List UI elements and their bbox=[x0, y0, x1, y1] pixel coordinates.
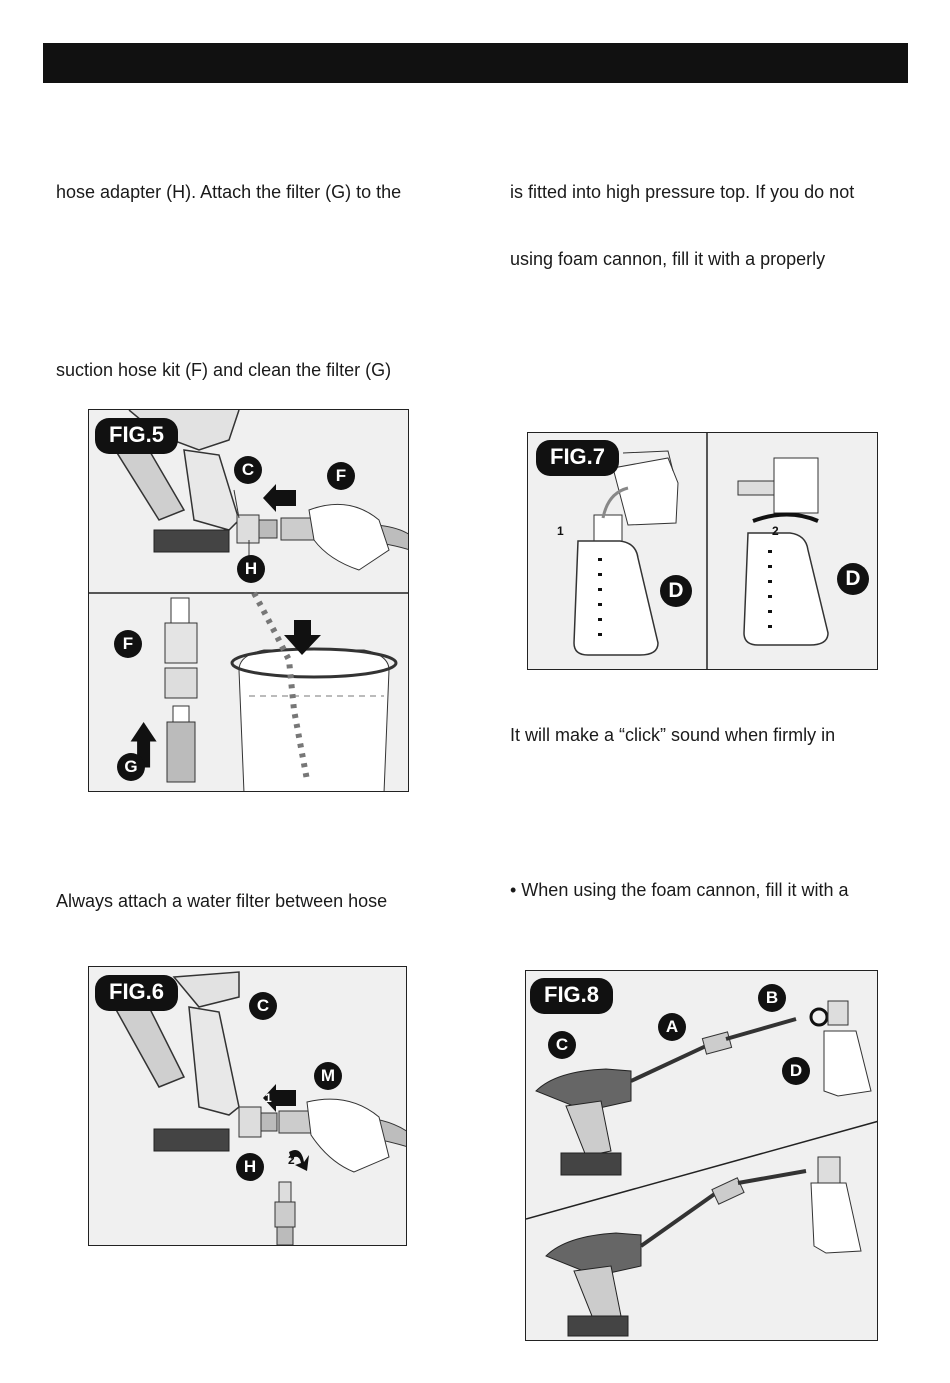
callout-badge: D bbox=[837, 563, 869, 595]
figure-label: FIG.7 bbox=[536, 440, 620, 476]
callout-badge: G bbox=[117, 753, 145, 781]
figure-label: FIG.5 bbox=[95, 418, 179, 454]
callout-badge: M bbox=[314, 1062, 342, 1090]
paragraph-text: suction hose kit (F) and clean the filte… bbox=[56, 360, 392, 380]
callout-badge: C bbox=[548, 1031, 576, 1059]
figure-6-illustration bbox=[107, 971, 406, 1245]
callout-badge: C bbox=[234, 456, 262, 484]
callout-badge: D bbox=[660, 575, 692, 607]
figure-8-illustration bbox=[526, 1000, 877, 1337]
callout-badge: H bbox=[236, 1153, 264, 1181]
callout-badge: D bbox=[782, 1057, 810, 1085]
figure-6: FIG.6 C M H 1 2 bbox=[88, 966, 407, 1246]
figure-label: FIG.8 bbox=[530, 978, 614, 1014]
paragraph-text: Always attach a water filter between hos… bbox=[56, 891, 388, 911]
figure-7-illustration bbox=[573, 433, 829, 669]
figure-5-illustration bbox=[89, 410, 408, 791]
callout-badge: C bbox=[249, 992, 277, 1020]
callout-badge: H bbox=[237, 555, 265, 583]
step-number: 1 bbox=[265, 1091, 272, 1105]
figure-7: FIG.7 D D 1 2 bbox=[527, 432, 878, 670]
step-number: 2 bbox=[772, 524, 779, 538]
paragraph-text: • When using the foam cannon, fill it wi… bbox=[510, 880, 849, 900]
section-header-bar bbox=[43, 43, 908, 83]
step-number: 1 bbox=[557, 524, 564, 538]
paragraph-text: hose adapter (H). Attach the filter (G) … bbox=[56, 182, 402, 202]
paragraph-text: using foam cannon, fill it with a proper… bbox=[510, 249, 826, 269]
callout-badge: A bbox=[658, 1013, 686, 1041]
callout-badge: F bbox=[327, 462, 355, 490]
figure-5: FIG.5 C F H F G bbox=[88, 409, 409, 792]
step-number: 2 bbox=[288, 1153, 295, 1167]
callout-badge: F bbox=[114, 630, 142, 658]
figure-label: FIG.6 bbox=[95, 975, 179, 1011]
paragraph-text: is fitted into high pressure top. If you… bbox=[510, 182, 855, 202]
paragraph-text: It will make a “click” sound when firmly… bbox=[510, 725, 836, 745]
callout-badge: B bbox=[758, 984, 786, 1012]
figure-8: FIG.8 C A B D bbox=[525, 970, 878, 1341]
